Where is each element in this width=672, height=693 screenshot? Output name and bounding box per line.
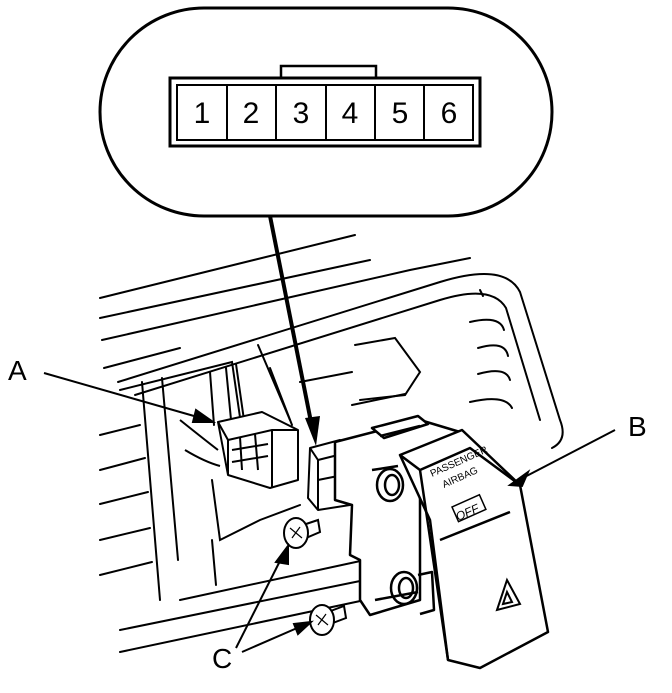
- hazard-triangle-icon: [495, 577, 522, 612]
- arrowhead-c-upper: [274, 543, 289, 566]
- harness-wire: [184, 449, 221, 467]
- arrowhead-a: [191, 408, 217, 423]
- pin-number: 2: [243, 97, 260, 130]
- pin-number: 1: [194, 97, 211, 130]
- off-indicator-box: [451, 493, 487, 523]
- connector-face: 1 2 3 4 5 6: [168, 64, 482, 148]
- leader-c-upper: [235, 552, 285, 649]
- pin-number: 6: [441, 97, 458, 130]
- vent-louver: [469, 318, 505, 331]
- switch-rear-housing: [333, 418, 462, 617]
- leader-c-lower: [241, 624, 305, 653]
- pin-number: 5: [392, 97, 409, 130]
- vent-louver: [477, 344, 509, 357]
- dash-contour-line: [103, 347, 181, 369]
- callout-leaders: [43, 372, 616, 653]
- connector-latch: [279, 64, 378, 78]
- vent-housing-edge: [141, 381, 161, 601]
- dash-contour-line: [99, 259, 371, 319]
- arrowhead-c-lower: [292, 620, 314, 636]
- pin-number: 4: [342, 97, 359, 130]
- harness-wire: [179, 419, 219, 451]
- dash-contour-line: [101, 257, 471, 341]
- vent-louver: [477, 370, 511, 381]
- vent-blade: [351, 393, 406, 406]
- vent-louver: [99, 561, 153, 576]
- vent-blade: [299, 371, 353, 383]
- arrowhead-b: [507, 469, 531, 488]
- dash-contour-line: [99, 234, 356, 299]
- vent-housing-edge: [269, 367, 293, 426]
- switch-front-bezel: [398, 428, 550, 670]
- vent-louver: [469, 398, 513, 409]
- switch-top-tab: [370, 414, 430, 440]
- leader-b: [514, 429, 616, 483]
- vent-housing-edge: [211, 539, 217, 586]
- leader-a: [43, 372, 209, 421]
- dash-contour-line: [119, 579, 366, 631]
- callout-label-b: B: [628, 411, 647, 442]
- callout-label-c: C: [212, 643, 232, 674]
- vent-blade: [354, 336, 422, 401]
- connector-a-body: [217, 411, 299, 489]
- passenger-airbag-switch-b: [333, 414, 550, 670]
- screw-lower: [309, 604, 348, 636]
- connector-closeup-bubble: 1 2 3 4 5 6: [98, 6, 554, 218]
- harness-connector-a: [179, 411, 299, 489]
- mounting-screws-c: [283, 517, 348, 636]
- pin-number: 3: [293, 97, 310, 130]
- vent-louver: [99, 491, 149, 505]
- bubble-leader-arrow: [268, 215, 320, 446]
- vent-housing-edge: [235, 363, 245, 421]
- dash-contour-line: [179, 559, 366, 601]
- vent-outer-frame: [117, 273, 564, 449]
- screw-upper: [283, 517, 322, 549]
- vent-housing-edge: [209, 371, 215, 426]
- vent-louver: [99, 457, 146, 471]
- vent-housing-edge: [211, 479, 301, 542]
- callout-label-a: A: [8, 355, 27, 386]
- vent-housing-edge: [161, 377, 179, 561]
- vent-louver: [99, 527, 151, 541]
- vent-louver: [99, 424, 141, 436]
- dashboard-panel: [99, 234, 564, 653]
